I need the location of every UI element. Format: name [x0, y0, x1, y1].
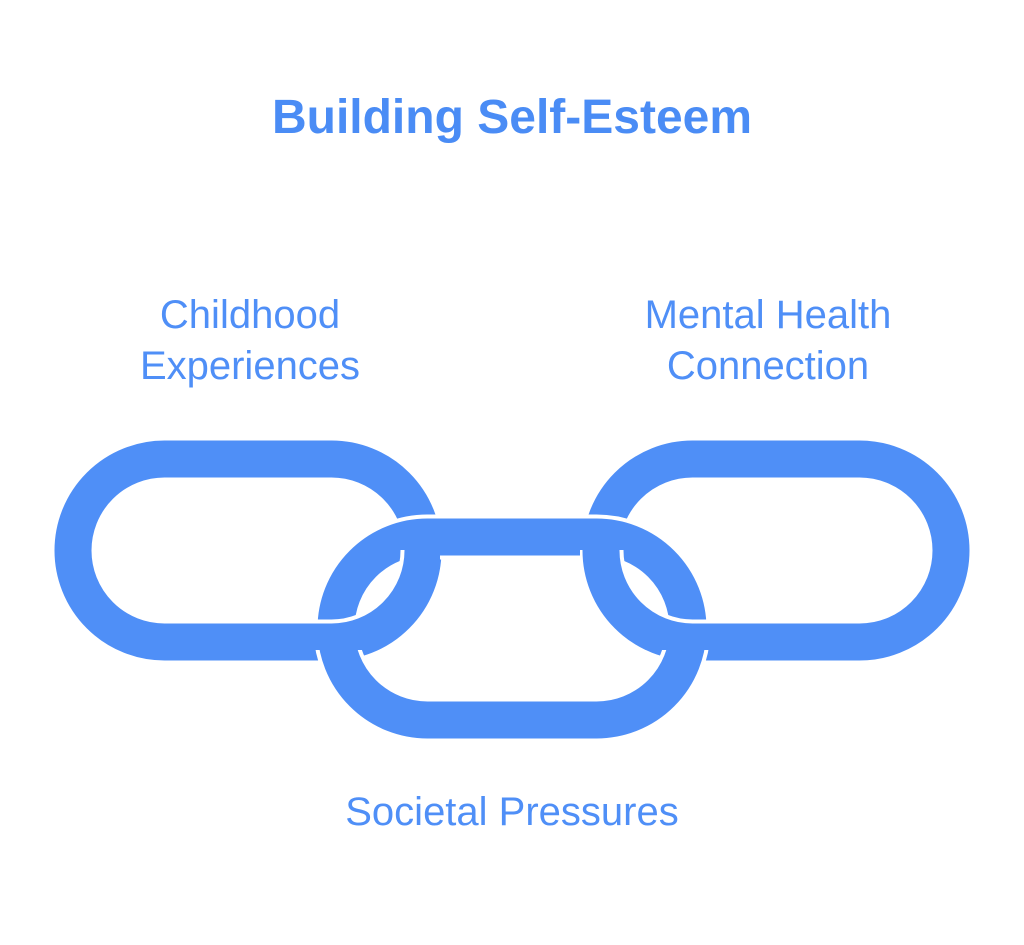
- label-childhood-line2: Experiences: [139, 344, 361, 388]
- label-childhood-line1: Childhood: [159, 293, 341, 337]
- label-mental-health-connection: Mental Health Connection: [578, 290, 958, 392]
- label-societal-pressures: Societal Pressures: [262, 787, 762, 838]
- diagram-title: Building Self-Esteem: [271, 91, 753, 144]
- label-mental-health-line1: Mental Health: [644, 293, 892, 337]
- label-childhood-experiences: Childhood Experiences: [60, 290, 440, 392]
- label-mental-health-line2: Connection: [666, 344, 870, 388]
- label-societal-pressures-text: Societal Pressures: [345, 790, 679, 834]
